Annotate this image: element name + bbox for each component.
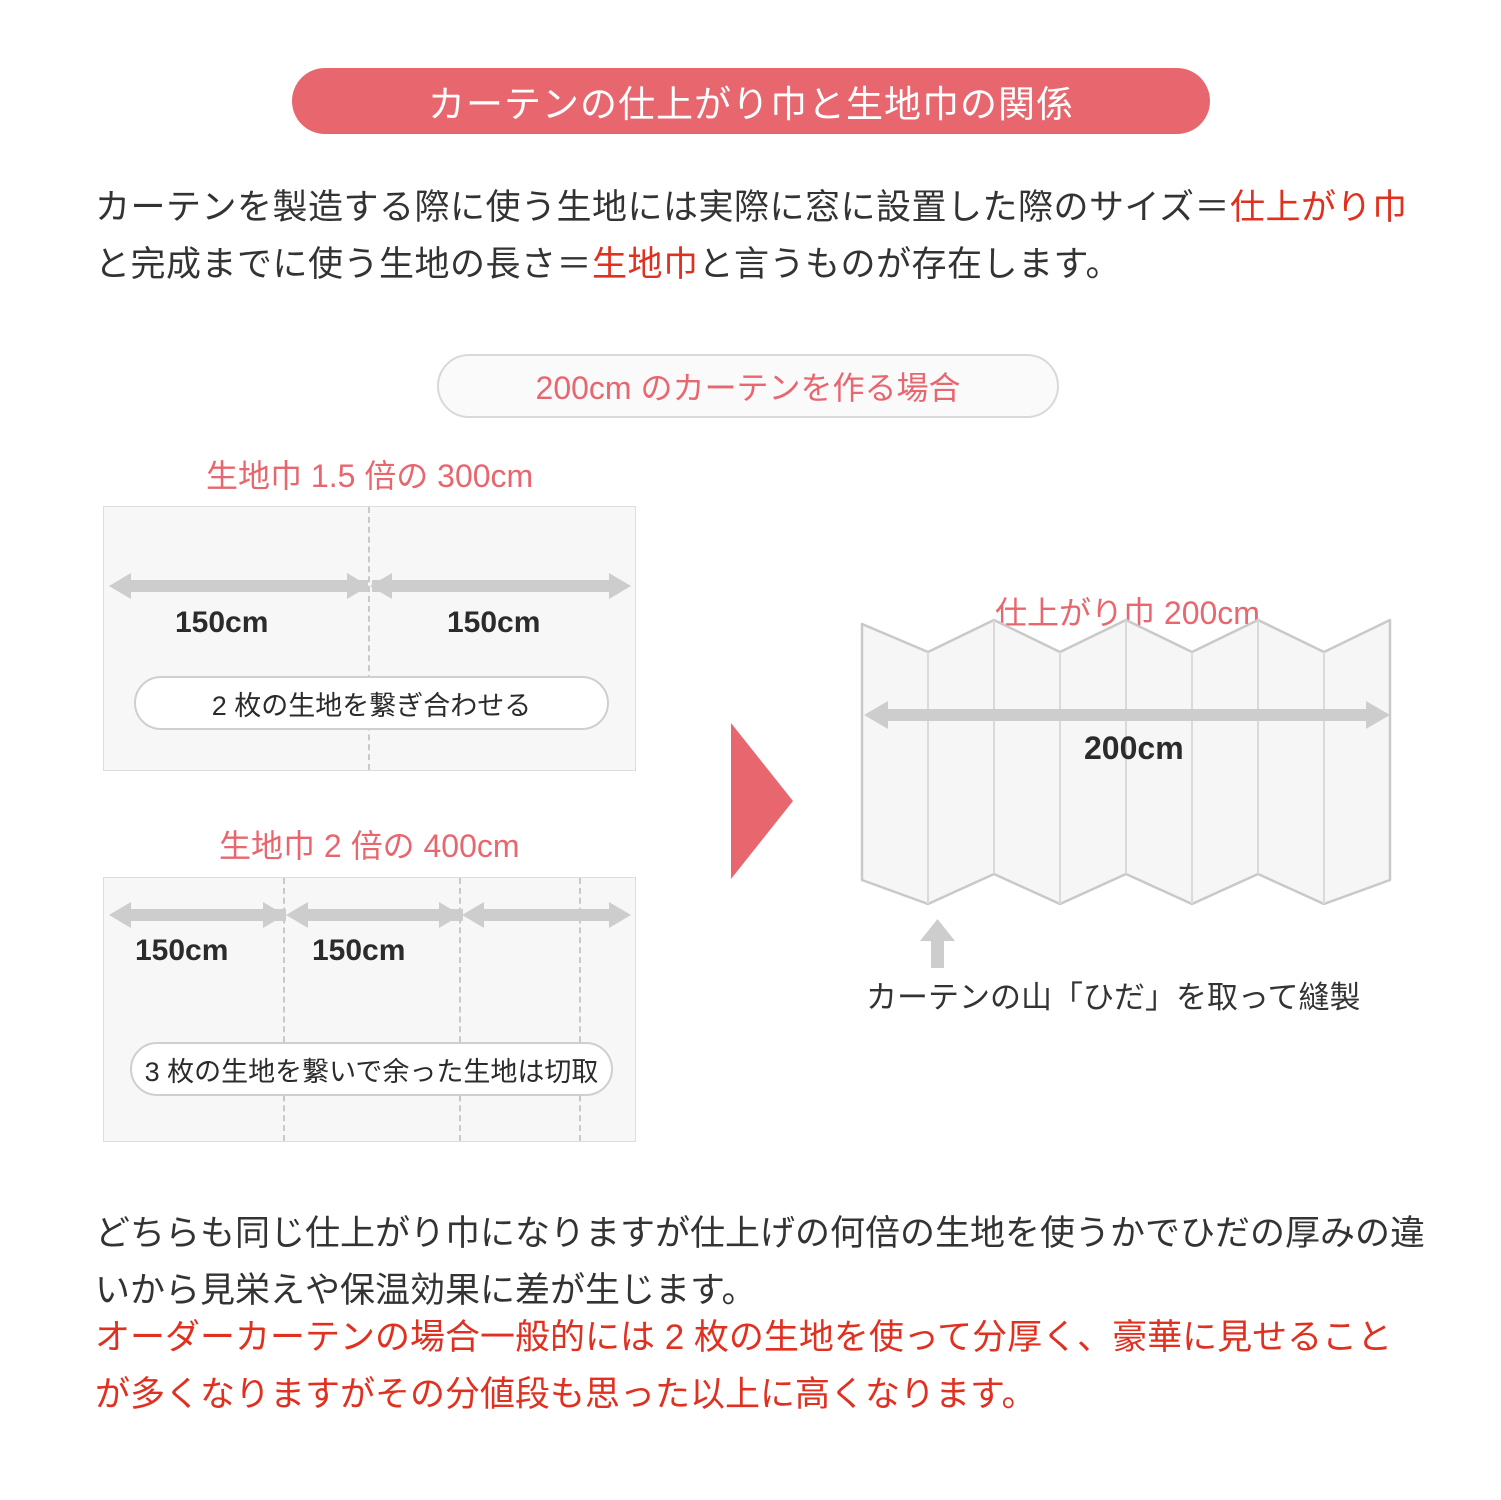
- intro-highlight-fabric-width: 生地巾: [592, 244, 699, 284]
- diagram1-dimension-arrows: [109, 573, 631, 599]
- diagram1-caption-pill: 2 枚の生地を繋ぎ合わせる: [134, 676, 609, 730]
- curtain-caption: カーテンの山「ひだ」を取って縫製: [866, 980, 1361, 1015]
- diagram2-fabric-box: [103, 877, 636, 1142]
- curtain-illustration: [858, 612, 1406, 912]
- diagram2-caption: 3 枚の生地を繋いで余った生地は切取: [144, 1056, 599, 1087]
- diagram2-dim-mid: 150cm: [312, 934, 406, 967]
- curtain-pleats-shape: [860, 618, 1392, 906]
- transition-arrow-icon: [731, 723, 793, 879]
- bottom-paragraph-red: オーダーカーテンの場合一般的には 2 枚の生地を使って分厚く、豪華に見せることが…: [95, 1318, 1393, 1414]
- diagram2-seam-line-2: [459, 878, 461, 1141]
- diagram1-heading: 生地巾 1.5 倍の 300cm: [206, 458, 534, 494]
- bottom-paragraph-gray: どちらも同じ仕上がり巾になりますが仕上げの何倍の生地を使うかでひだの厚みの違いか…: [95, 1214, 1426, 1310]
- intro-part3: と言うものが存在します。: [698, 244, 1122, 284]
- diagram2-heading: 生地巾 2 倍の 400cm: [219, 828, 520, 864]
- diagram1-dim-right: 150cm: [447, 606, 541, 639]
- page-title-banner: カーテンの仕上がり巾と生地巾の関係: [292, 68, 1210, 134]
- intro-part2: と完成までに使う生地の長さ＝: [95, 244, 593, 284]
- diagram2-dim-left: 150cm: [135, 934, 229, 967]
- intro-paragraph: カーテンを製造する際に使う生地には実際に窓に設置した際のサイズ＝仕上がり巾と完成…: [95, 180, 1415, 293]
- diagram2-dimension-arrows: [109, 902, 631, 928]
- diagram1-caption: 2 枚の生地を繋ぎ合わせる: [211, 690, 532, 721]
- diagram2-cut-line: [579, 878, 581, 1141]
- diagram2-seam-line-1: [283, 878, 285, 1141]
- diagram2-caption-pill: 3 枚の生地を繋いで余った生地は切取: [130, 1042, 613, 1096]
- case-label: 200cm のカーテンを作る場合: [535, 370, 961, 406]
- curtain-dim-label: 200cm: [1084, 730, 1184, 766]
- diagram1-seam-line: [368, 507, 370, 770]
- intro-highlight-finished-width: 仕上がり巾: [1229, 188, 1408, 227]
- page-title: カーテンの仕上がり巾と生地巾の関係: [428, 84, 1074, 125]
- up-arrow-icon: [920, 919, 955, 968]
- case-label-pill: 200cm のカーテンを作る場合: [437, 354, 1059, 418]
- diagram1-dim-left: 150cm: [175, 606, 269, 639]
- curtain-dimension-arrow: [864, 701, 1390, 729]
- intro-part1: カーテンを製造する際に使う生地には実際に窓に設置した際のサイズ＝: [95, 188, 1230, 227]
